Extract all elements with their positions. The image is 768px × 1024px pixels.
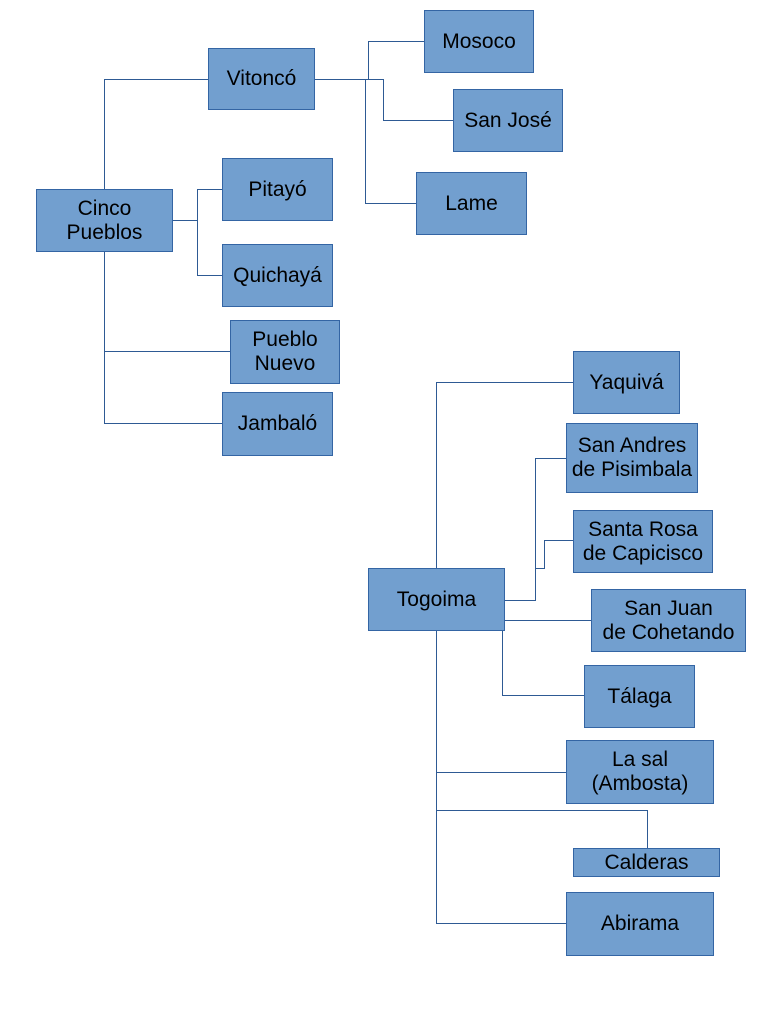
connector-togoima-abirama (436, 810, 566, 924)
node-abirama: Abirama (566, 892, 714, 956)
connector-togoima-san-andres (504, 458, 566, 601)
connector-vitonco-mosoco (314, 41, 424, 80)
connector-cinco-pitayo (172, 189, 222, 221)
node-talaga: Tálaga (584, 665, 695, 728)
node-pueblo-nuevo: Pueblo Nuevo (230, 320, 340, 384)
connector-vitonco-lame (365, 79, 416, 204)
connector-togoima-yaquiva (436, 382, 573, 569)
node-lame: Lame (416, 172, 527, 235)
connector-togoima-santa-rosa (535, 540, 573, 569)
node-vitonco: Vitoncó (208, 48, 315, 110)
node-san-jose: San José (453, 89, 563, 152)
connector-togoima-la-sal (436, 630, 566, 773)
node-calderas: Calderas (573, 848, 720, 877)
connector-cinco-jambalo (104, 351, 222, 424)
node-togoima: Togoima (368, 568, 505, 631)
node-mosoco: Mosoco (424, 10, 534, 73)
node-jambalo: Jambaló (222, 392, 333, 456)
connector-vitonco-san-jose (368, 79, 453, 121)
connector-cinco-vitonco (104, 79, 208, 190)
connector-cinco-pueblo-nuevo (104, 251, 230, 352)
connector-togoima-talaga (502, 630, 584, 696)
node-santa-rosa: Santa Rosa de Capicisco (573, 510, 713, 573)
node-yaquiva: Yaquivá (573, 351, 680, 414)
node-quichaya: Quichayá (222, 244, 333, 307)
node-cinco-pueblos: Cinco Pueblos (36, 189, 173, 252)
node-san-juan: San Juan de Cohetando (591, 589, 746, 652)
node-san-andres: San Andres de Pisimbala (566, 423, 698, 493)
connector-cinco-quichaya (197, 220, 222, 276)
node-la-sal: La sal (Ambosta) (566, 740, 714, 804)
connector-togoima-calderas (436, 772, 648, 848)
node-pitayo: Pitayó (222, 158, 333, 221)
